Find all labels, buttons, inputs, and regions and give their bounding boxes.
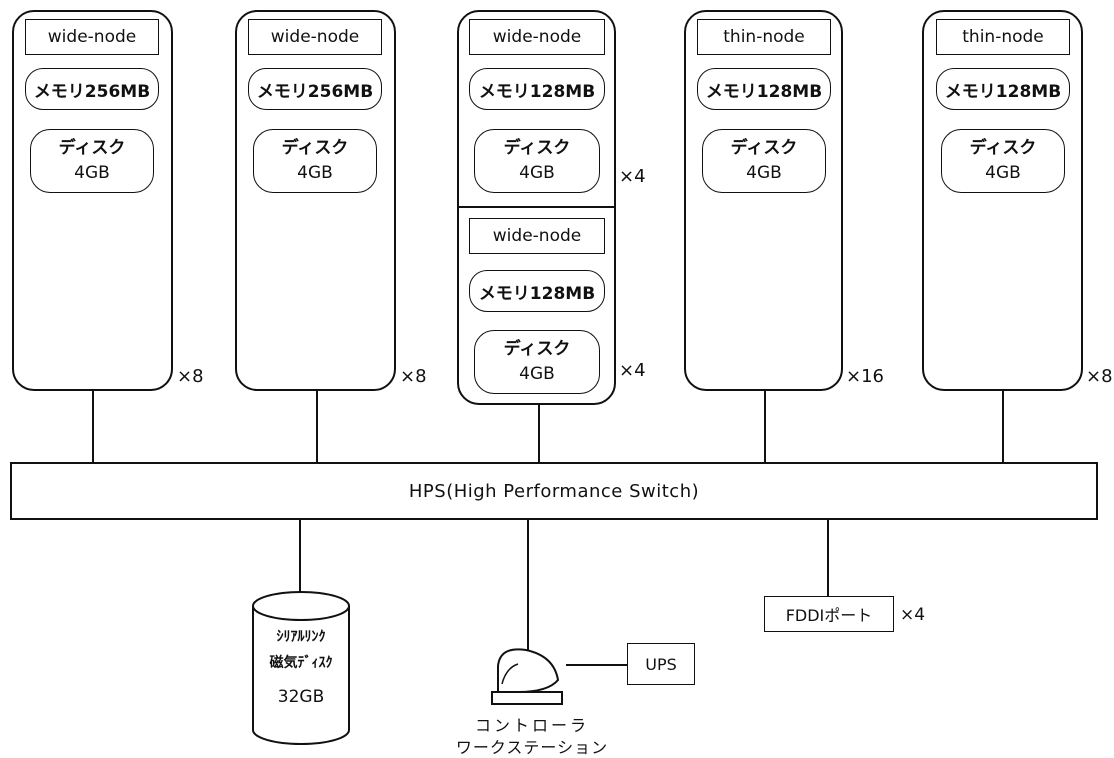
node-count: ×16: [846, 366, 884, 387]
disk-title: ディスク: [969, 137, 1037, 158]
high-performance-switch: HPS(High Performance Switch): [10, 462, 1098, 520]
disk-title: ディスク: [503, 338, 571, 359]
connector-line: [299, 520, 301, 600]
memory-box: メモリ256MB: [248, 68, 382, 110]
connector-line: [827, 520, 829, 596]
node-count: ×4: [619, 360, 646, 381]
node-count: ×8: [177, 366, 204, 387]
disk-size: 4GB: [519, 163, 555, 183]
disk-box: ディスク 4GB: [474, 330, 600, 394]
node-label: wide-node: [469, 218, 605, 254]
workstation-icon: [491, 648, 563, 705]
connector-line: [764, 391, 766, 462]
controller-caption-line1: コントローラ: [474, 716, 589, 735]
connector-line: [316, 391, 318, 462]
node-label: thin-node: [697, 19, 831, 55]
disk-box: ディスク 4GB: [474, 129, 600, 193]
fddi-port-box: FDDIポート: [764, 596, 894, 632]
serial-disk-size: 32GB: [277, 687, 325, 707]
node-count: ×8: [1086, 366, 1113, 387]
memory-box: メモリ256MB: [25, 68, 159, 110]
disk-size: 4GB: [746, 163, 782, 183]
node-label: thin-node: [936, 19, 1070, 55]
disk-size: 4GB: [985, 163, 1021, 183]
connector-line: [527, 520, 529, 650]
disk-size: 4GB: [74, 163, 110, 183]
node-label: wide-node: [248, 19, 382, 55]
rack-divider: [457, 206, 616, 208]
disk-title: ディスク: [58, 137, 126, 158]
disk-box: ディスク 4GB: [253, 129, 377, 193]
disk-title: ディスク: [281, 137, 349, 158]
memory-box: メモリ128MB: [469, 68, 605, 110]
node-count: ×4: [619, 166, 646, 187]
disk-box: ディスク 4GB: [702, 129, 826, 193]
disk-size: 4GB: [519, 364, 555, 384]
serial-disk-line2: 磁気ﾃﾞｨｽｸ: [269, 655, 333, 671]
disk-size: 4GB: [297, 163, 333, 183]
memory-box: メモリ128MB: [697, 68, 831, 110]
node-count: ×8: [400, 366, 427, 387]
disk-title: ディスク: [730, 137, 798, 158]
connector-line: [566, 664, 628, 666]
memory-box: メモリ128MB: [469, 270, 605, 312]
ups-box: UPS: [627, 643, 695, 685]
fddi-count: ×4: [900, 605, 926, 625]
connector-line: [92, 391, 94, 462]
node-label: wide-node: [469, 19, 605, 55]
disk-cylinder-icon: [252, 591, 350, 745]
connector-line: [1002, 391, 1004, 462]
disk-box: ディスク 4GB: [30, 129, 154, 193]
connector-line: [538, 405, 540, 462]
disk-title: ディスク: [503, 137, 571, 158]
memory-box: メモリ128MB: [936, 68, 1070, 110]
node-label: wide-node: [25, 19, 159, 55]
controller-caption-line2: ワークステーション: [455, 738, 609, 757]
disk-box: ディスク 4GB: [941, 129, 1065, 193]
serial-disk-line1: ｼﾘｱﾙﾘﾝｸ: [276, 629, 326, 645]
